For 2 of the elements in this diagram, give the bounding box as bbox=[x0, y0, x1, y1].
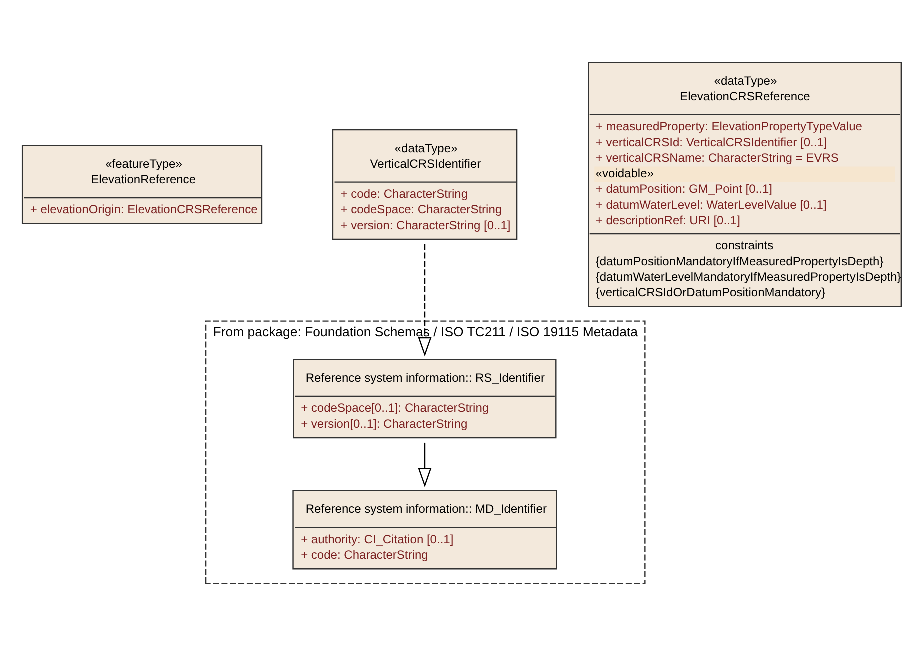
arrow bbox=[418, 244, 432, 357]
arrow bbox=[418, 442, 432, 488]
